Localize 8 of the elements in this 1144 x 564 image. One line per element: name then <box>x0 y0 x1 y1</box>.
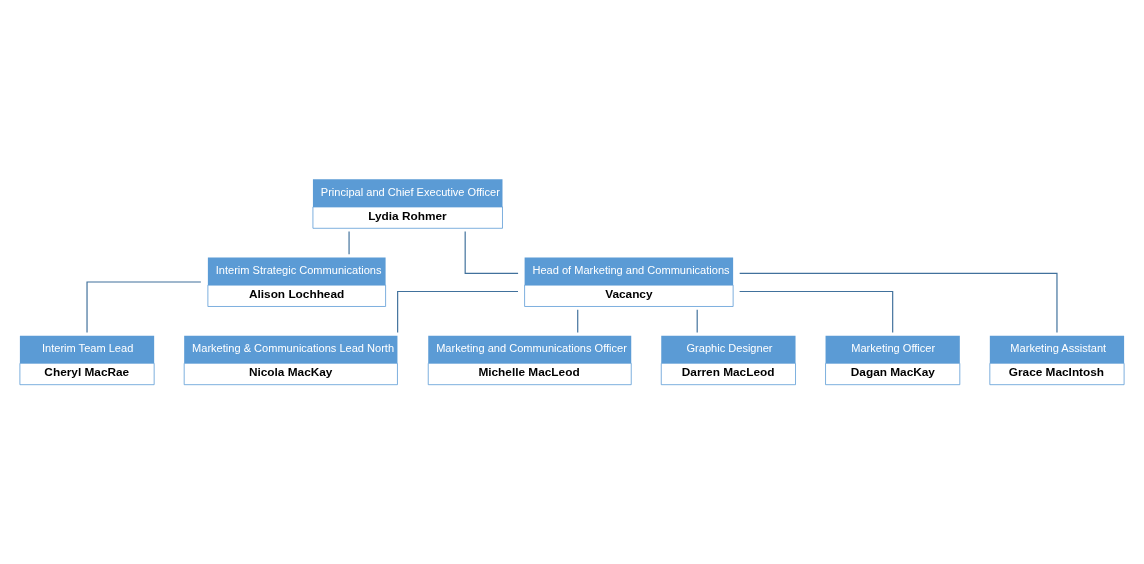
connector <box>739 272 1058 334</box>
connector <box>348 231 350 255</box>
connector <box>86 281 202 333</box>
connector <box>464 230 519 274</box>
connector <box>397 290 519 334</box>
connector <box>577 309 579 334</box>
connector <box>739 290 894 334</box>
connector <box>696 309 698 334</box>
